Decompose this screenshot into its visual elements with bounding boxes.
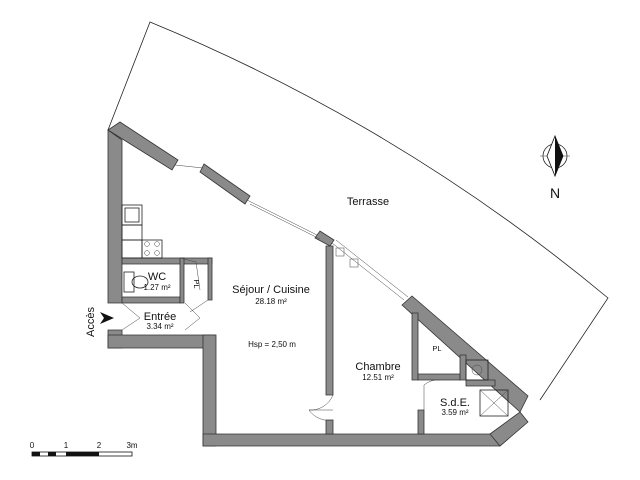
scale-label-0: 0 [30, 441, 35, 450]
wc-label: WC [148, 271, 166, 283]
doors [121, 257, 441, 421]
bathroom-fixtures [465, 359, 509, 417]
acces-label: Accès [85, 307, 97, 337]
chambre-pl-label: PL [432, 344, 441, 353]
hsp-label: Hsp = 2,50 m [248, 340, 296, 349]
scale-label-1: 1 [64, 441, 69, 450]
wc-pl-label: PL [192, 279, 201, 288]
scale-bar: 0 1 2 3m [30, 441, 138, 457]
terrace-outline [107, 21, 609, 401]
entree-area: 3.34 m² [146, 322, 173, 331]
facade-wall [107, 121, 409, 301]
scale-label-3: 3m [126, 441, 137, 450]
wc-fixtures [123, 271, 149, 293]
north-label: N [550, 185, 560, 201]
sejour-label: Séjour / Cuisine [232, 284, 310, 296]
terrasse-label: Terrasse [347, 196, 389, 208]
kitchen-fixtures [121, 204, 163, 259]
sejour-area: 28.18 m² [255, 297, 287, 306]
north-arrow: N [540, 134, 570, 201]
sde-area: 3.59 m² [441, 408, 468, 417]
access-arrow-icon [100, 312, 114, 324]
chambre-label: Chambre [355, 361, 400, 373]
wc-area: 1.27 m² [143, 283, 170, 292]
access-marker: Accès [85, 307, 114, 337]
scale-label-2: 2 [97, 441, 102, 450]
chambre-area: 12.51 m² [362, 373, 394, 382]
exterior-walls [107, 129, 529, 447]
entree-label: Entrée [144, 311, 176, 323]
sde-label: S.d.E. [440, 397, 470, 409]
